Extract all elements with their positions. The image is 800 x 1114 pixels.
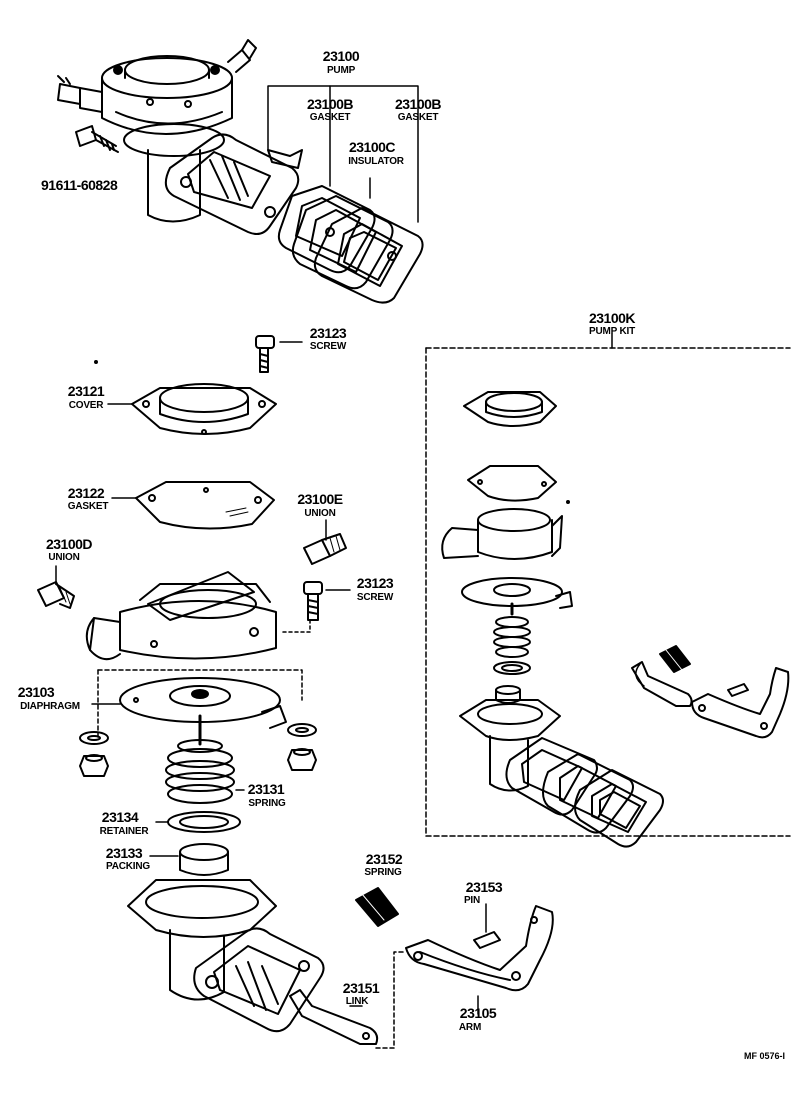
cover-part-number: 23121 [67,383,105,399]
screw-mid-drop-line [279,619,311,633]
link-part-number: 23151 [342,980,380,996]
screw-top-part-name: SCREW [309,341,347,352]
arm-23105 [405,905,554,992]
arm-part-name: ARM [458,1022,482,1033]
union-e-part-number: 23100E [297,491,343,507]
pin-part-number: 23153 [465,879,503,895]
link-dashed-bracket [375,951,407,1049]
kit-diaphragm [461,577,573,609]
screw-mid-part-name: SCREW [356,592,394,603]
gasket-b1-part-number: 23100B [306,96,354,112]
union-d-part-number: 23100D [45,536,93,552]
upper-body [85,571,277,661]
diaphragm-bracket [97,669,303,701]
kit-gasket [467,465,557,502]
packing-part-name: PACKING [106,861,150,872]
kit-spring-small [659,645,691,673]
diaphragm-part-number: 23103 [17,684,55,700]
union-e-part-name: UNION [304,508,336,519]
link-part-name: LINK [345,996,369,1007]
pump-leader-lines [267,85,419,223]
bolt-91611-60828 [75,125,119,153]
pump-part-name: PUMP [326,65,356,76]
kit-lower-body [459,685,561,792]
retainer-part-name: RETAINER [99,826,149,837]
kit-gaskets [505,737,664,848]
arm-part-number: 23105 [459,1005,497,1021]
kit-upper-body [441,508,563,560]
spring2-part-name: SPRING [364,867,402,878]
pin-23153 [473,903,501,949]
packing-23133 [179,843,229,876]
figure-code: MF 0576-I [744,1051,786,1061]
gasket-b2-part-name: GASKET [397,112,439,123]
spring-part-number: 23131 [247,781,285,797]
diaphragm-part-name: DIAPHRAGM [20,701,80,712]
insulator-part-number: 23100C [348,139,396,155]
union-23100d [37,581,75,609]
washers-and-nuts [79,723,317,777]
kit-cover [463,391,557,427]
spring2-part-number: 23152 [365,851,403,867]
gasket-part-number: 23122 [67,485,105,501]
kit-part-number: 23100K [588,310,636,326]
packing-part-number: 23133 [105,845,143,861]
bolt-part-number: 91611-60828 [41,177,118,193]
kit-link [631,661,693,707]
lower-flange [193,927,325,1033]
screw-top-part-number: 23123 [309,325,347,341]
union-23100e [303,533,347,565]
retainer-part-number: 23134 [101,809,139,825]
screw-23123-top [255,335,275,373]
cover-23121 [131,383,277,435]
lower-body [127,879,277,1001]
gasket-part-name: GASKET [67,501,109,512]
insulator-part-name: INSULATOR [348,156,404,167]
pump-part-number: 23100 [322,48,360,64]
gasket-b2-part-number: 23100B [394,96,442,112]
screw-mid-part-number: 23123 [356,575,394,591]
assembled-pump [57,39,303,235]
cover-part-name: COVER [68,400,104,411]
pump-kit-box [425,333,791,837]
spring-23131 [165,714,235,804]
spring-23152 [355,887,399,927]
kit-spring [493,602,531,675]
kit-pin [727,683,749,697]
diaphragm-23103 [119,677,287,729]
pin-part-name: PIN [463,895,481,906]
spring-part-name: SPRING [248,798,286,809]
kit-part-name: PUMP KIT [589,326,635,337]
top-gaskets [277,185,424,304]
retainer-23134 [167,811,241,833]
link-23151 [289,989,379,1045]
gasket-b1-part-name: GASKET [309,112,351,123]
gasket-23122 [135,481,275,530]
kit-arm [691,667,790,739]
screw-23123-mid [303,581,323,621]
union-d-part-name: UNION [48,552,80,563]
